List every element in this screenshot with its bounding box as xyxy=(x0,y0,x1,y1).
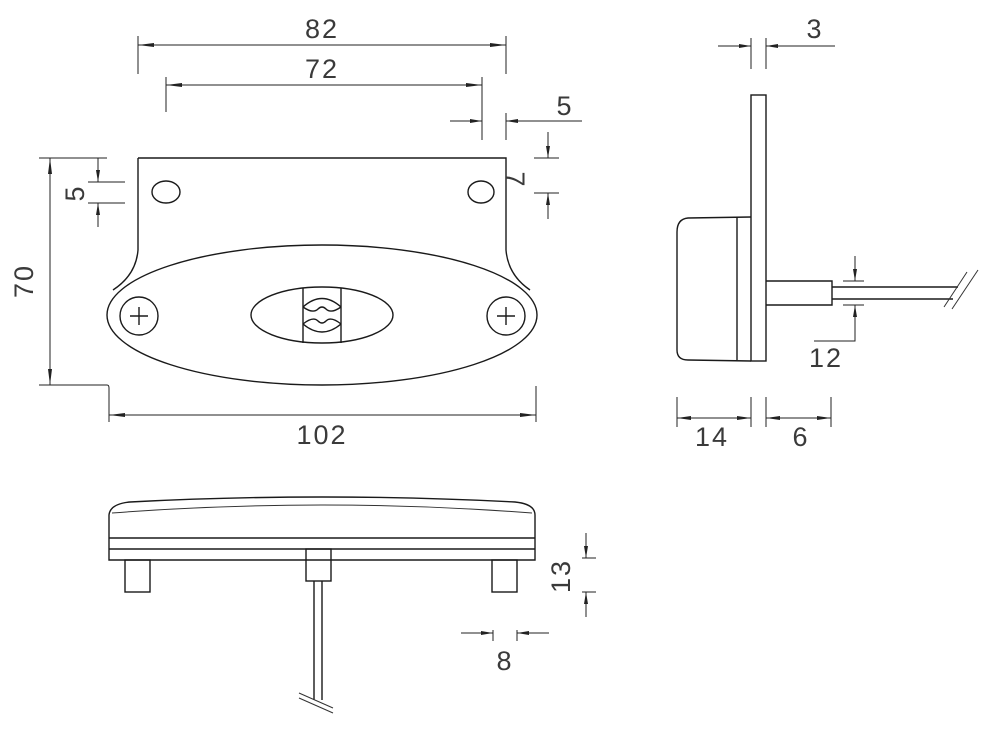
center-grommet xyxy=(305,548,332,582)
dim-label-70: 70 xyxy=(9,264,39,298)
mounting-plate xyxy=(750,94,767,362)
dim-overall-width: 102 xyxy=(109,386,537,450)
screw-right-icon xyxy=(486,296,526,336)
lamp-body-oval xyxy=(106,244,538,386)
dim-hole-offset-y-left: 5 xyxy=(60,158,125,227)
dim-label-72: 72 xyxy=(305,54,339,84)
dim-hole-spacing: 72 xyxy=(165,54,483,140)
lamp-body-profile xyxy=(108,496,536,561)
front-view: 82 72 5 7 xyxy=(9,14,582,450)
lens-oval xyxy=(250,286,394,344)
dim-hole-offset-y-right: 7 xyxy=(500,132,559,219)
dim-bracket-width: 82 xyxy=(137,14,507,74)
dim-label-102: 102 xyxy=(296,420,347,450)
dim-cable-diameter: 12 xyxy=(809,256,864,373)
dim-label-6: 6 xyxy=(792,422,809,452)
mounting-hole-right xyxy=(467,180,495,204)
lens-housing xyxy=(676,216,752,362)
dim-label-7: 7 xyxy=(500,171,530,188)
dim-plate-thickness: 3 xyxy=(718,14,835,69)
screw-left-icon xyxy=(119,296,159,336)
dim-label-8: 8 xyxy=(496,646,513,676)
side-view: 3 12 14 6 xyxy=(676,14,979,452)
bottom-view: 13 8 xyxy=(108,496,596,714)
stud-left xyxy=(124,559,151,593)
dim-hole-offset-x: 5 xyxy=(450,91,582,140)
dim-label-5-y: 5 xyxy=(60,184,90,201)
dim-grommet-length: 6 xyxy=(765,397,832,452)
dim-stud-width: 8 xyxy=(461,630,549,676)
dim-label-14: 14 xyxy=(695,422,729,452)
dim-label-12: 12 xyxy=(809,343,843,373)
lamp-element xyxy=(302,288,342,343)
grommet xyxy=(766,280,833,306)
bracket-outline xyxy=(112,157,531,291)
cable xyxy=(832,269,979,310)
dim-label-82: 82 xyxy=(305,14,339,44)
dim-stud-height: 13 xyxy=(546,533,596,617)
dim-label-13: 13 xyxy=(546,559,576,593)
dim-lens-depth: 14 xyxy=(676,397,752,452)
dim-label-5-x: 5 xyxy=(556,91,573,121)
stud-right xyxy=(491,559,518,593)
dim-overall-height: 70 xyxy=(9,157,110,422)
bottom-cable xyxy=(298,581,334,714)
mounting-hole-left xyxy=(151,180,181,204)
dim-label-3: 3 xyxy=(806,14,823,44)
